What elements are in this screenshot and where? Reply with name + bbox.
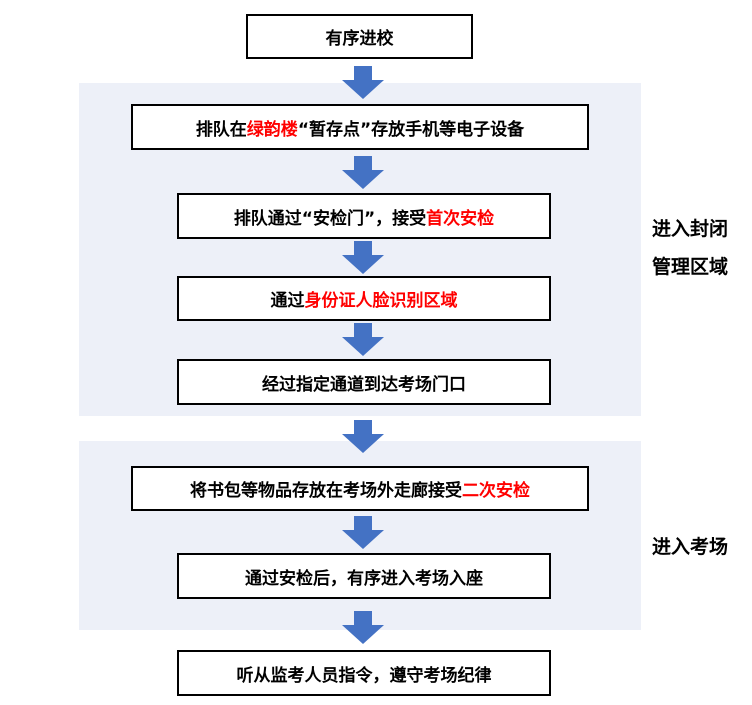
- down-arrow-icon: [342, 420, 384, 453]
- step-reach-exam-door: 经过指定通道到达考场门口: [177, 359, 551, 405]
- step-store-devices: 排队在绿韵楼“暂存点”存放手机等电子设备: [131, 104, 589, 150]
- step-enter-school-text: 有序进校: [325, 29, 394, 49]
- step-second-security-pre: 将书包等物品存放在考场外走廊接受: [190, 481, 462, 501]
- zone-label-closed-line2: 管理区域: [652, 256, 729, 278]
- step-face-recognition: 通过身份证人脸识别区域: [177, 276, 551, 321]
- step-face-recognition-pre: 通过: [270, 291, 305, 311]
- step-second-security-highlight: 二次安检: [462, 481, 530, 501]
- zone-label-exam: 进入考场: [652, 528, 728, 566]
- step-enter-exam-room: 通过安检后，有序进入考场入座: [177, 553, 551, 599]
- step-enter-exam-room-text: 通过安检后，有序进入考场入座: [245, 568, 483, 589]
- step-enter-school: 有序进校: [246, 14, 473, 59]
- zone-label-exam-text: 进入考场: [652, 536, 729, 558]
- step-face-recognition-highlight: 身份证人脸识别区域: [304, 291, 458, 311]
- down-arrow-icon: [342, 66, 384, 99]
- down-arrow-icon: [342, 241, 384, 274]
- step-store-devices-highlight: 绿韵楼: [246, 119, 298, 140]
- down-arrow-icon: [342, 516, 384, 549]
- zone-label-closed: 进入封闭 管理区域: [652, 210, 728, 286]
- step-follow-instructions: 听从监考人员指令，遵守考场纪律: [177, 650, 551, 696]
- step-store-devices-pre: 排队在: [195, 119, 247, 140]
- step-security-gate-highlight: 首次安检: [426, 208, 495, 229]
- down-arrow-icon: [342, 156, 384, 189]
- step-security-gate-pre: 排队通过“安检门”，接受: [233, 208, 427, 229]
- down-arrow-icon: [342, 323, 384, 356]
- step-store-devices-post: “暂存点”存放手机等电子设备: [297, 119, 525, 140]
- step-reach-exam-door-text: 经过指定通道到达考场门口: [262, 374, 466, 395]
- step-follow-instructions-text: 听从监考人员指令，遵守考场纪律: [236, 665, 492, 686]
- zone-label-closed-line1: 进入封闭: [652, 218, 729, 240]
- step-security-gate: 排队通过“安检门”，接受首次安检: [177, 193, 551, 239]
- step-second-security: 将书包等物品存放在考场外走廊接受二次安检: [131, 466, 589, 511]
- down-arrow-icon: [342, 611, 384, 644]
